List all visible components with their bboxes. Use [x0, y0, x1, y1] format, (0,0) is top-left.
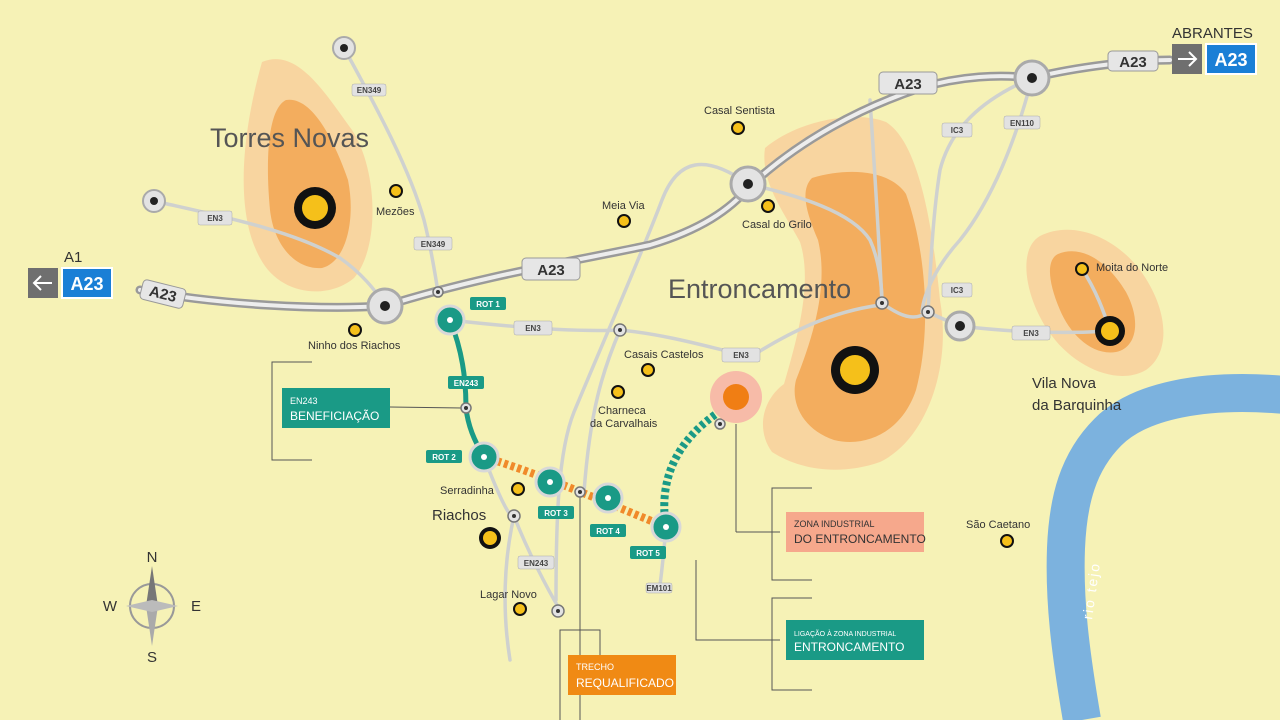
place-label-casal-do-grilo: Casal do Grilo: [742, 219, 812, 231]
road-label-en349-north: EN349: [357, 86, 382, 95]
box-zona-line2: DO ENTRONCAMENTO: [794, 532, 926, 546]
place-label-meia-via: Meia Via: [602, 200, 645, 212]
compass: N S E W: [103, 549, 201, 666]
a23-shield-west: A23: [139, 279, 187, 309]
box-lig-line1: LIGAÇÃO À ZONA INDUSTRIAL: [794, 629, 896, 638]
city-label-riachos: Riachos: [432, 507, 486, 524]
road-label-en3-central: EN3: [525, 324, 541, 333]
a23-shield-central: A23: [521, 257, 581, 281]
road-charneca: [582, 328, 622, 494]
place-label-casal-sentista: Casal Sentista: [704, 105, 776, 117]
road-label-em101: EM101: [646, 584, 672, 593]
a23-shield-east: A23: [1107, 50, 1159, 72]
box-ligacao-zona[interactable]: LIGAÇÃO À ZONA INDUSTRIAL ENTRONCAMENTO: [786, 620, 924, 660]
river-tejo: [1046, 374, 1280, 720]
a23-shield-central-label: A23: [537, 262, 565, 279]
sign-abrantes[interactable]: ABRANTES A23: [1172, 25, 1257, 75]
road-label-en349-south: EN349: [421, 240, 446, 249]
box-trecho-line1: TRECHO: [576, 662, 614, 672]
road-labels: EN349 EN3 EN349 EN3 EN3 EN3 IC3 IC3 EN11…: [197, 83, 1051, 594]
roundabout-labels: ROT 1 ROT 2 ROT 3 ROT 4 ROT 5: [426, 297, 666, 559]
compass-s: S: [147, 649, 157, 666]
city-label-entroncamento: Entroncamento: [668, 274, 851, 304]
roundabout-label-2: ROT 2: [432, 453, 456, 462]
roundabout-markers: [434, 304, 682, 543]
box-en243-beneficiacao[interactable]: EN243 BENEFICIAÇÃO: [282, 388, 390, 428]
urban-areas: [243, 59, 1164, 470]
box-benef-line1: EN243: [290, 396, 318, 406]
place-label-casais-castelos: Casais Castelos: [624, 349, 704, 361]
roundabout-label-1: ROT 1: [476, 300, 500, 309]
compass-n: N: [147, 549, 158, 566]
junction-dots: [432, 286, 935, 618]
road-label-en3-entroncamento: EN3: [733, 351, 749, 360]
road-label-ic3-north: IC3: [951, 126, 964, 135]
interchange-markers: [142, 36, 1051, 342]
place-label-lagar-novo: Lagar Novo: [480, 589, 537, 601]
river-label: rio tejo: [1079, 561, 1103, 621]
place-label-moita-do-norte: Moita do Norte: [1096, 262, 1168, 274]
a23-shield-west-label: A23: [147, 283, 178, 306]
a23-shield-north-label: A23: [894, 76, 922, 93]
city-label-vila-nova-1: Vila Nova: [1032, 375, 1097, 392]
junction-dot-centers: [436, 290, 930, 613]
sign-a1-a23: A23: [70, 274, 103, 294]
road-a23-link: [868, 98, 884, 305]
box-lig-line2: ENTRONCAMENTO: [794, 640, 904, 654]
compass-e: E: [191, 598, 201, 615]
place-label-sao-caetano: São Caetano: [966, 519, 1030, 531]
road-riachos-link: [503, 514, 516, 662]
a23-shield-north: A23: [878, 71, 938, 95]
urban-area-torres-novas-core: [267, 99, 351, 269]
arrow-left-icon: [32, 275, 52, 291]
city-label-vila-nova-2: da Barquinha: [1032, 397, 1122, 414]
box-trecho-line2: REQUALIFICADO: [576, 676, 674, 690]
route-trecho-requalificado[interactable]: [482, 453, 668, 531]
compass-needle-south: [146, 606, 158, 646]
village-markers: [348, 121, 1089, 616]
place-label-ninho-dos-riachos: Ninho dos Riachos: [308, 340, 401, 352]
arrow-right-icon: [1178, 51, 1198, 67]
roundabout-label-4: ROT 4: [596, 527, 620, 536]
compass-w: W: [103, 598, 118, 615]
road-label-en3-east: EN3: [1023, 329, 1039, 338]
road-label-en243-south: EN243: [524, 559, 549, 568]
road-label-ic3-south: IC3: [951, 286, 964, 295]
sign-a1-label: A1: [64, 249, 82, 266]
place-label-charneca-1: Charneca: [598, 405, 647, 417]
road-label-en110: EN110: [1010, 119, 1035, 128]
road-label-en3-west: EN3: [207, 214, 223, 223]
sign-a1[interactable]: A1 A23: [28, 249, 113, 299]
road-en3-entroncamento: [750, 303, 882, 358]
box-zona-industrial[interactable]: ZONA INDUSTRIAL DO ENTRONCAMENTO: [786, 512, 926, 552]
box-trecho-requalificado[interactable]: TRECHO REQUALIFICADO: [568, 655, 676, 695]
compass-needle-north: [146, 566, 158, 606]
city-markers: [294, 187, 1125, 549]
sign-abrantes-a23: A23: [1214, 50, 1247, 70]
sign-abrantes-label: ABRANTES: [1172, 25, 1253, 42]
place-label-mezoes: Mezões: [376, 206, 415, 218]
route-lig-zona[interactable]: [660, 410, 719, 528]
a23-shield-east-label: A23: [1119, 54, 1147, 71]
box-benef-line2: BENEFICIAÇÃO: [290, 409, 379, 423]
road-ic3: [926, 76, 1034, 314]
zona-industrial-core: [723, 384, 749, 410]
roundabout-label-3: ROT 3: [544, 509, 568, 518]
box-zona-line1: ZONA INDUSTRIAL: [794, 519, 875, 529]
roundabout-label-5: ROT 5: [636, 549, 660, 558]
place-label-charneca-2: da Carvalhais: [590, 418, 658, 430]
road-label-en243-green: EN243: [454, 379, 479, 388]
place-label-serradinha: Serradinha: [440, 485, 495, 497]
city-label-torres-novas: Torres Novas: [210, 123, 369, 153]
